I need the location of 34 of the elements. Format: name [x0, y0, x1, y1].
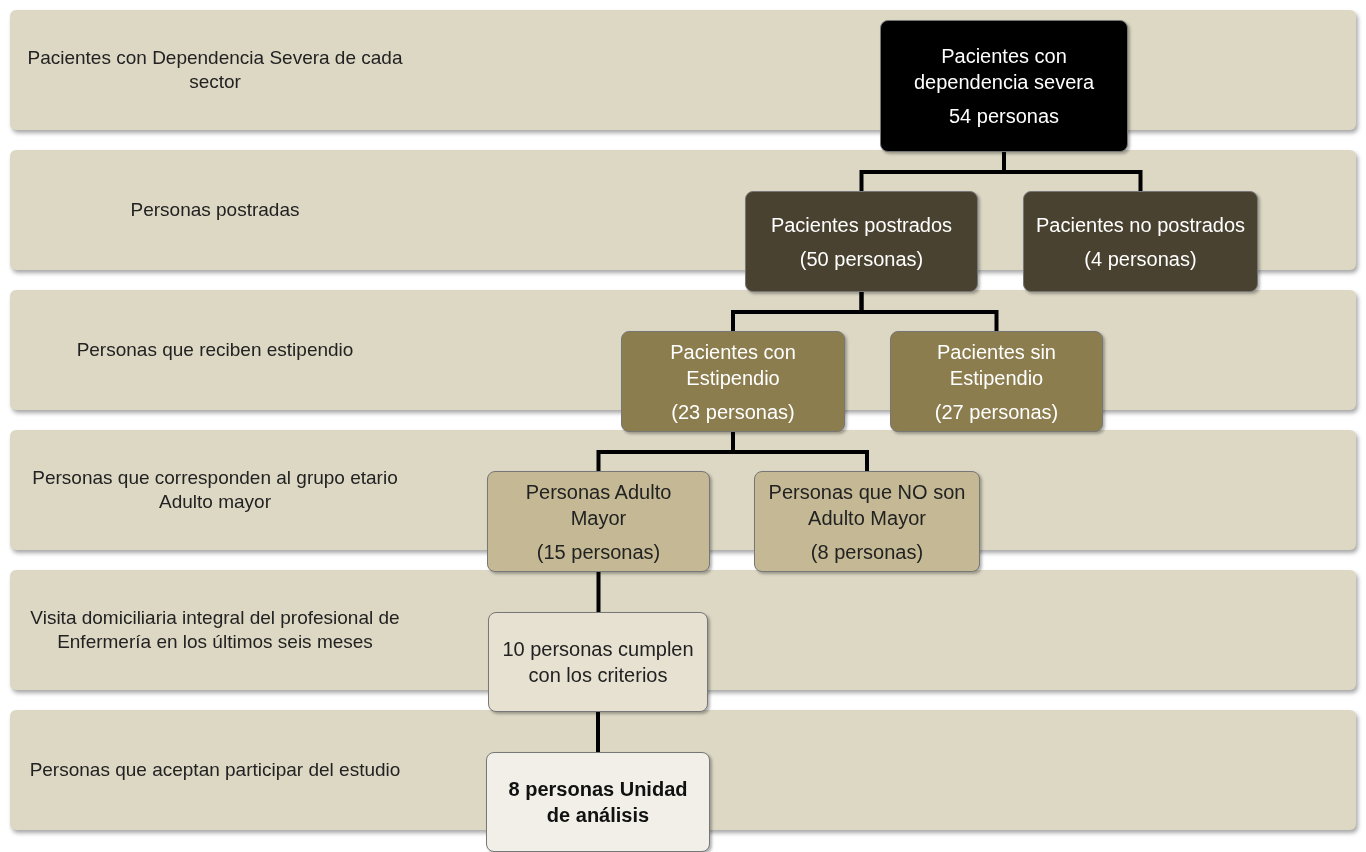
connector-line — [859, 292, 999, 331]
box-text: Pacientes sin Estipendio — [936, 339, 1057, 391]
flow-box — [1023, 191, 1258, 292]
box-text: (50 personas) — [799, 246, 924, 272]
box-text: Personas que NO son Adulto Mayor — [767, 479, 967, 531]
row-label: Personas que aceptan participar del estudio — [29, 758, 401, 782]
box-text: (4 personas) — [1084, 246, 1197, 272]
row-label: Personas postradas — [130, 198, 300, 222]
flow-box — [487, 471, 710, 572]
row-label: Visita domiciliaria integral del profesional de Enfermería en los últimos seis meses — [29, 606, 401, 654]
box-text: Pacientes con Estipendio — [669, 339, 797, 391]
box-text: 8 personas Unidad de análisis — [507, 777, 689, 828]
box-text: (27 personas) — [934, 399, 1059, 425]
box-text: 54 personas — [948, 104, 1060, 129]
box-text: (23 personas) — [671, 399, 795, 425]
box-text: (8 personas) — [810, 539, 924, 565]
box-text: (15 personas) — [536, 539, 661, 565]
box-text: Personas Adulto Mayor — [524, 479, 673, 531]
box-text: Pacientes no postrados — [1036, 212, 1245, 238]
connector-line — [596, 712, 600, 752]
flow-box — [621, 331, 845, 432]
box-text: Pacientes con dependencia severa — [912, 44, 1096, 95]
connector-line — [596, 572, 601, 612]
flow-box — [890, 331, 1103, 432]
row-label: Pacientes con Dependencia Severa de cada sector — [26, 46, 404, 94]
box-text: 10 personas cumplen con los criterios — [501, 637, 695, 688]
row-label: Personas que corresponden al grupo etario Adulto mayor — [31, 466, 399, 514]
flow-box — [486, 752, 710, 852]
box-text: Pacientes postrados — [770, 212, 953, 238]
flow-box — [880, 20, 1128, 152]
flow-box — [488, 612, 708, 712]
flow-box — [745, 191, 978, 292]
row-label: Personas que reciben estipendio — [76, 338, 354, 362]
flow-box — [754, 471, 980, 572]
